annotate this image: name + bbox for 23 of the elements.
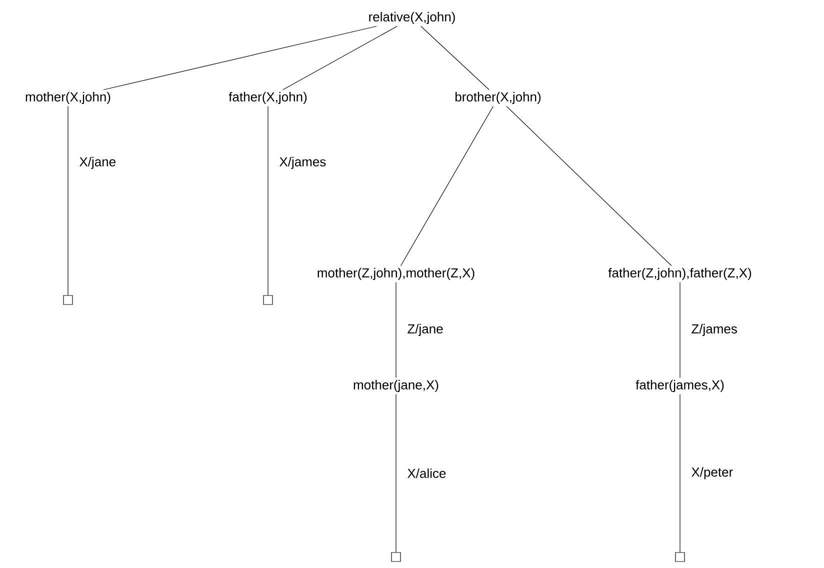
tree-branch bbox=[282, 26, 398, 90]
goal-text: brother(X,john) bbox=[455, 92, 541, 104]
tree-branch bbox=[506, 106, 672, 266]
substitution-label: X/jane bbox=[80, 156, 116, 169]
empty-clause-box bbox=[675, 552, 685, 562]
empty-clause-box bbox=[263, 295, 273, 305]
goal-text: mother(Z,john),mother(Z,X) bbox=[318, 268, 474, 280]
tree-branch bbox=[420, 26, 490, 90]
substitution-label: X/james bbox=[280, 156, 326, 169]
goal-text: father(james,X) bbox=[636, 380, 724, 392]
empty-clause-box bbox=[63, 295, 73, 305]
goal-text: father(X,john) bbox=[228, 92, 307, 104]
tree-branch bbox=[400, 106, 494, 266]
tree-branch bbox=[103, 26, 377, 90]
goal-text: mother(jane,X) bbox=[354, 380, 438, 392]
substitution-label: Z/james bbox=[692, 324, 737, 336]
goal-text: mother(X,john) bbox=[26, 92, 110, 104]
empty-clause-box bbox=[391, 552, 401, 562]
substitution-label: X/peter bbox=[692, 467, 733, 480]
substitution-label: X/alice bbox=[408, 468, 446, 478]
goal-text: relative(X,john) bbox=[369, 12, 455, 24]
substitution-label: Z/jane bbox=[408, 324, 443, 336]
goal-text: father(Z,john),father(Z,X) bbox=[608, 268, 752, 280]
